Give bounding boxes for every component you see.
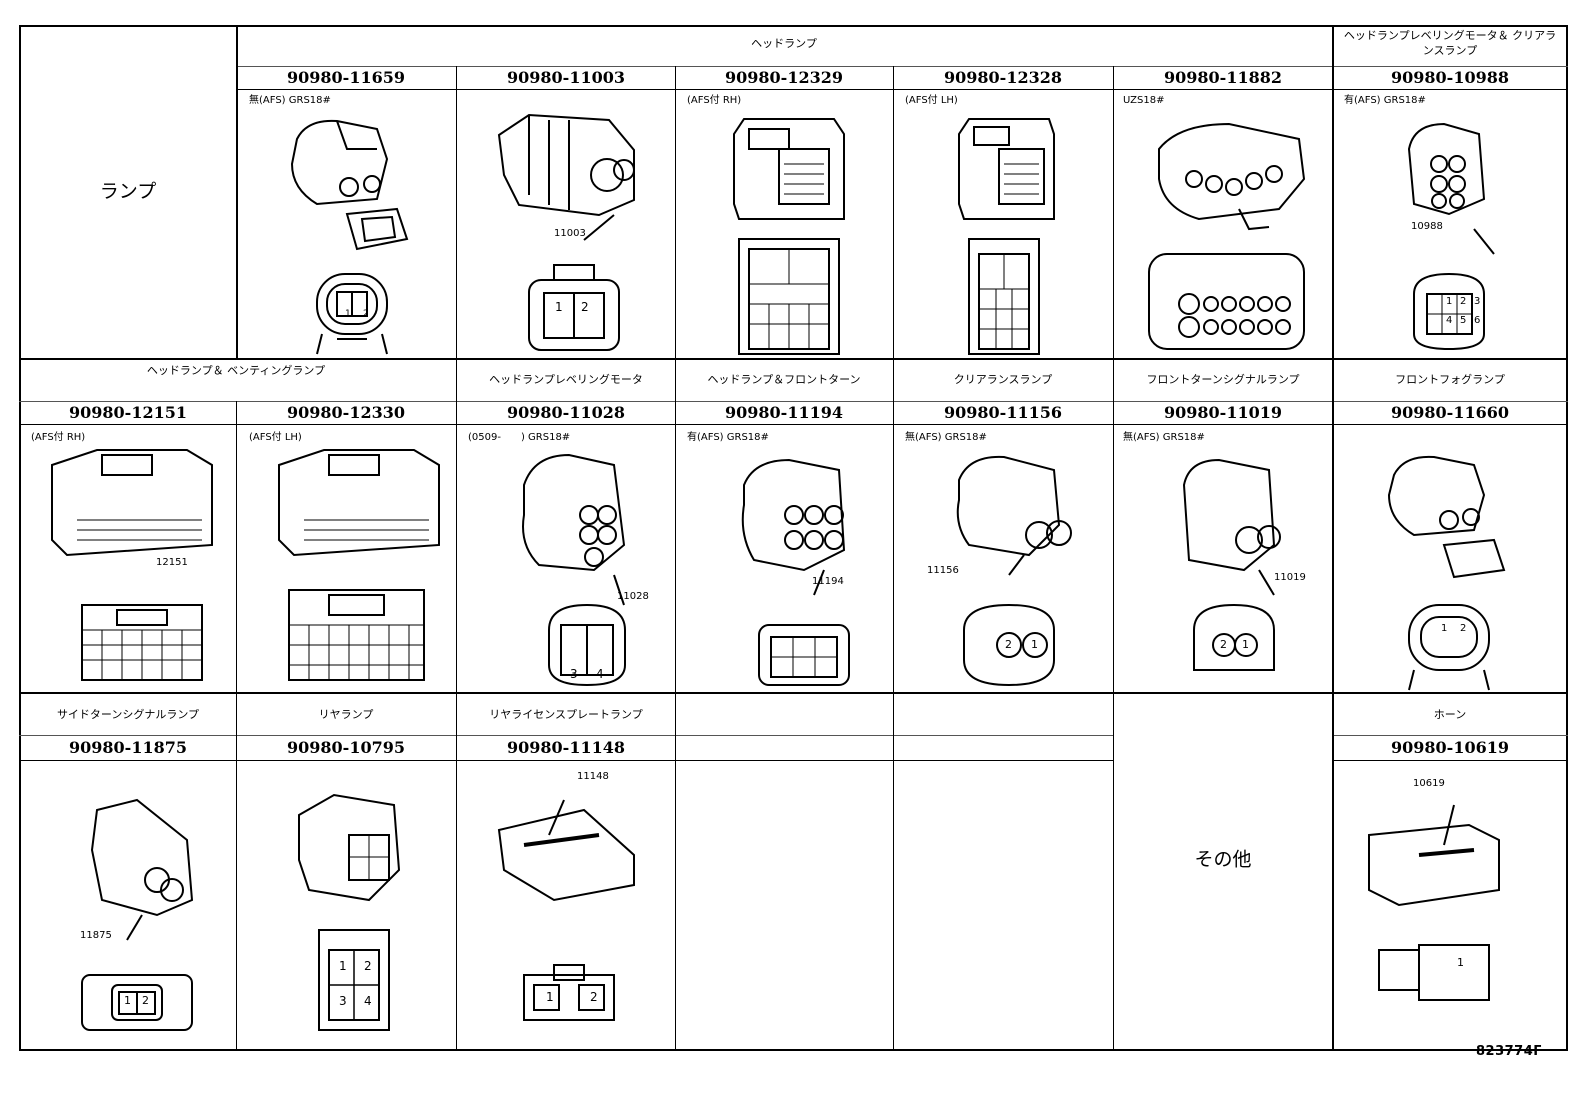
category-front-fog: フロントフォグランプ [1395, 373, 1505, 386]
pin-label: 1 [339, 959, 347, 973]
part-number: 90980-12329 [725, 68, 843, 87]
connector-multipin-icon [47, 445, 217, 689]
part-number: 90980-11660 [1391, 403, 1509, 422]
category-rear-lamp: リヤランプ [318, 708, 374, 721]
callout-label: 11194 [812, 576, 844, 587]
connector-multipin-icon [1139, 109, 1309, 363]
pin-label: 4 [1446, 315, 1453, 326]
category-side-turn-signal: サイドターンシグナルランプ [56, 708, 200, 721]
pin-label: 2 [1460, 296, 1467, 307]
part-number: 90980-11194 [725, 403, 843, 422]
part-number: 90980-11882 [1164, 68, 1282, 87]
category-horn: ホーン [1433, 708, 1467, 721]
variant-note: 無(AFS) GRS18# [1123, 432, 1205, 443]
variant-note: (AFS付 LH) [905, 95, 958, 106]
variant-note: (AFS付 RH) [687, 95, 742, 106]
pin-label: 1 [1031, 638, 1038, 651]
category-leveling-motor: ヘッドランプレベリングモータ [489, 373, 643, 386]
part-number: 90980-10988 [1391, 68, 1509, 87]
pin-label: 2 [363, 309, 369, 319]
part-number: 90980-11019 [1164, 403, 1282, 422]
variant-note: 有(AFS) GRS18# [1344, 95, 1426, 106]
connector-2pin-icon [939, 445, 1079, 694]
pin-label: 2 [142, 994, 149, 1007]
callout-label: 11003 [554, 228, 586, 239]
part-number: 90980-11148 [507, 738, 625, 757]
part-number: 90980-12328 [944, 68, 1062, 87]
parts-sheet: ランプ ヘッドランプ ヘッドランプレベリングモータ＆ クリアランスランプ 909… [19, 25, 1568, 1051]
pin-label: 6 [1474, 315, 1481, 326]
pin-label: 1 [1446, 296, 1453, 307]
left-header-lamp: ランプ [99, 180, 157, 203]
callout-label: 11148 [577, 771, 609, 782]
pin-label: 4 [364, 994, 372, 1008]
pin-label: 4 [596, 667, 604, 681]
pin-label: 3 [570, 667, 578, 681]
part-number: 90980-11003 [507, 68, 625, 87]
variant-note: 無(AFS) GRS18# [905, 432, 987, 443]
connector-2pin-icon [1164, 445, 1304, 694]
variant-note: 無(AFS) GRS18# [249, 95, 331, 106]
category-clearance-lamp: クリアランスランプ [953, 373, 1053, 386]
pin-label: 1 [1242, 638, 1249, 651]
pin-label: 2 [1220, 638, 1227, 651]
part-number: 90980-12151 [69, 403, 187, 422]
part-number: 90980-10619 [1391, 738, 1509, 757]
connector-4pin-icon [294, 785, 404, 1039]
connector-6pin-icon [1389, 109, 1519, 363]
part-number: 90980-11156 [944, 403, 1062, 422]
callout-label: 11875 [80, 930, 112, 941]
pin-label: 3 [339, 994, 347, 1008]
part-number: 90980-11875 [69, 738, 187, 757]
connector-1pin-icon [1359, 795, 1509, 1029]
category-license-plate-lamp: リヤライセンスプレートランプ [489, 708, 643, 721]
pin-label: 1 [555, 300, 563, 314]
pin-label: 1 [345, 309, 351, 319]
variant-note: 有(AFS) GRS18# [687, 432, 769, 443]
connector-multipin-icon [719, 109, 859, 363]
category-front-turn-signal: フロントターンシグナルランプ [1146, 373, 1300, 386]
part-number: 90980-11659 [287, 68, 405, 87]
variant-note: (0509- ) GRS18# [468, 432, 571, 443]
part-number: 90980-12330 [287, 403, 405, 422]
connector-2pin-icon [77, 790, 207, 1044]
callout-label: 11028 [617, 591, 649, 602]
variant-note: (AFS付 RH) [31, 432, 86, 443]
connector-6pin-icon [729, 445, 869, 694]
connector-2pin-icon [494, 790, 644, 1034]
other-label: その他 [1194, 848, 1252, 871]
pin-label: 2 [590, 990, 598, 1004]
callout-label: 10988 [1411, 221, 1443, 232]
pin-label: 2 [364, 959, 372, 973]
variant-note: (AFS付 LH) [249, 432, 302, 443]
sheet-code: 823774F [1476, 1044, 1543, 1059]
connector-2pin-icon [489, 105, 649, 359]
pin-label: 2 [581, 300, 589, 314]
category-headlamp-venting: ヘッドランプ＆ ベンティングランプ [146, 364, 326, 377]
connector-2pin-icon [277, 109, 427, 363]
callout-label: 10619 [1413, 778, 1445, 789]
connector-multipin-icon [944, 109, 1064, 363]
connector-4pin-icon [499, 445, 649, 694]
connector-2pin-icon [1379, 445, 1519, 694]
category-headlamp-front-turn: ヘッドランプ＆フロントターン [707, 373, 861, 386]
pin-label: 5 [1460, 315, 1467, 326]
callout-label: 11156 [927, 565, 959, 576]
pin-label: 3 [1474, 296, 1481, 307]
part-number: 90980-10795 [287, 738, 405, 757]
pin-label: 1 [1457, 956, 1464, 969]
pin-label: 2 [1005, 638, 1012, 651]
pin-label: 1 [546, 990, 554, 1004]
connector-multipin-icon [274, 445, 444, 689]
pin-label: 1 [1441, 623, 1448, 634]
part-number: 90980-11028 [507, 403, 625, 422]
pin-label: 1 [124, 994, 131, 1007]
callout-label: 12151 [156, 557, 188, 568]
callout-label: 11019 [1274, 572, 1306, 583]
pin-label: 2 [1460, 623, 1467, 634]
category-headlamp: ヘッドランプ [751, 37, 817, 50]
category-leveling-clearance: ヘッドランプレベリングモータ＆ クリアランスランプ [1343, 29, 1557, 57]
variant-note: UZS18# [1123, 95, 1165, 106]
